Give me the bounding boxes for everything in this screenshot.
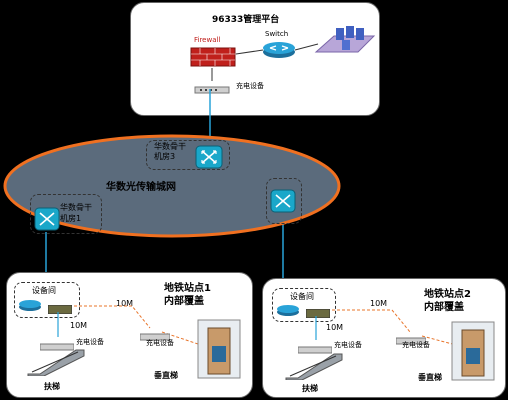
site1-equip-room-box	[14, 282, 80, 318]
firewall-icon	[190, 44, 236, 72]
firewall-label: Firewall	[194, 36, 221, 44]
backbone-router-3-icon	[194, 144, 224, 174]
site1-link-10m-a: 10M	[116, 299, 134, 308]
site2-switch-icon	[276, 302, 300, 321]
site2-link-10m-b: 10M	[326, 323, 344, 332]
room1-label: 华数骨干 机房1	[60, 203, 92, 223]
server-cluster-icon	[312, 22, 378, 64]
room-right-box	[266, 178, 302, 224]
site1-gateway2-label: 充电设备	[146, 339, 174, 347]
site1-gateway-label: 充电设备	[76, 338, 104, 346]
room3-box	[146, 140, 230, 170]
site2-title: 地铁站点2 内部覆盖	[424, 289, 471, 313]
site2-elevator-icon	[450, 320, 496, 386]
platform-gateway-icon	[194, 80, 230, 99]
site1-equip-room-label: 设备间	[32, 286, 56, 295]
site1-elevator-label: 垂直梯	[154, 371, 178, 380]
site2-gateway2-label: 充电设备	[402, 341, 430, 349]
site2-escalator-icon	[284, 350, 344, 384]
site2-gateway-label: 充电设备	[334, 341, 362, 349]
site1-elevator-icon	[196, 318, 242, 384]
management-platform-panel	[130, 2, 380, 116]
site2-link-10m-a: 10M	[370, 299, 388, 308]
switch-label: Switch	[265, 30, 289, 38]
site1-escalator-icon	[26, 346, 86, 380]
site1-switch-icon	[18, 297, 42, 316]
site2-escalator-label: 扶梯	[302, 384, 318, 393]
backbone-router-right-icon	[269, 188, 297, 218]
site2-equip-room-label: 设备间	[290, 292, 314, 301]
platform-title: 96333管理平台	[212, 15, 280, 25]
site1-title: 地铁站点1 内部覆盖	[164, 283, 211, 307]
platform-gateway-label: 充电设备	[236, 82, 264, 90]
site1-link-10m-b: 10M	[70, 321, 88, 330]
room1-box	[30, 194, 102, 234]
site2-equip-room-box	[272, 288, 336, 322]
backbone-name: 华数光传输城网	[106, 182, 176, 193]
site1-escalator-label: 扶梯	[44, 382, 60, 391]
switch-icon	[262, 38, 296, 64]
backbone-router-1-icon	[33, 206, 61, 236]
room3-label: 华数骨干 机房3	[154, 142, 186, 161]
site2-elevator-label: 垂直梯	[418, 373, 442, 382]
backbone-ring	[2, 132, 342, 244]
